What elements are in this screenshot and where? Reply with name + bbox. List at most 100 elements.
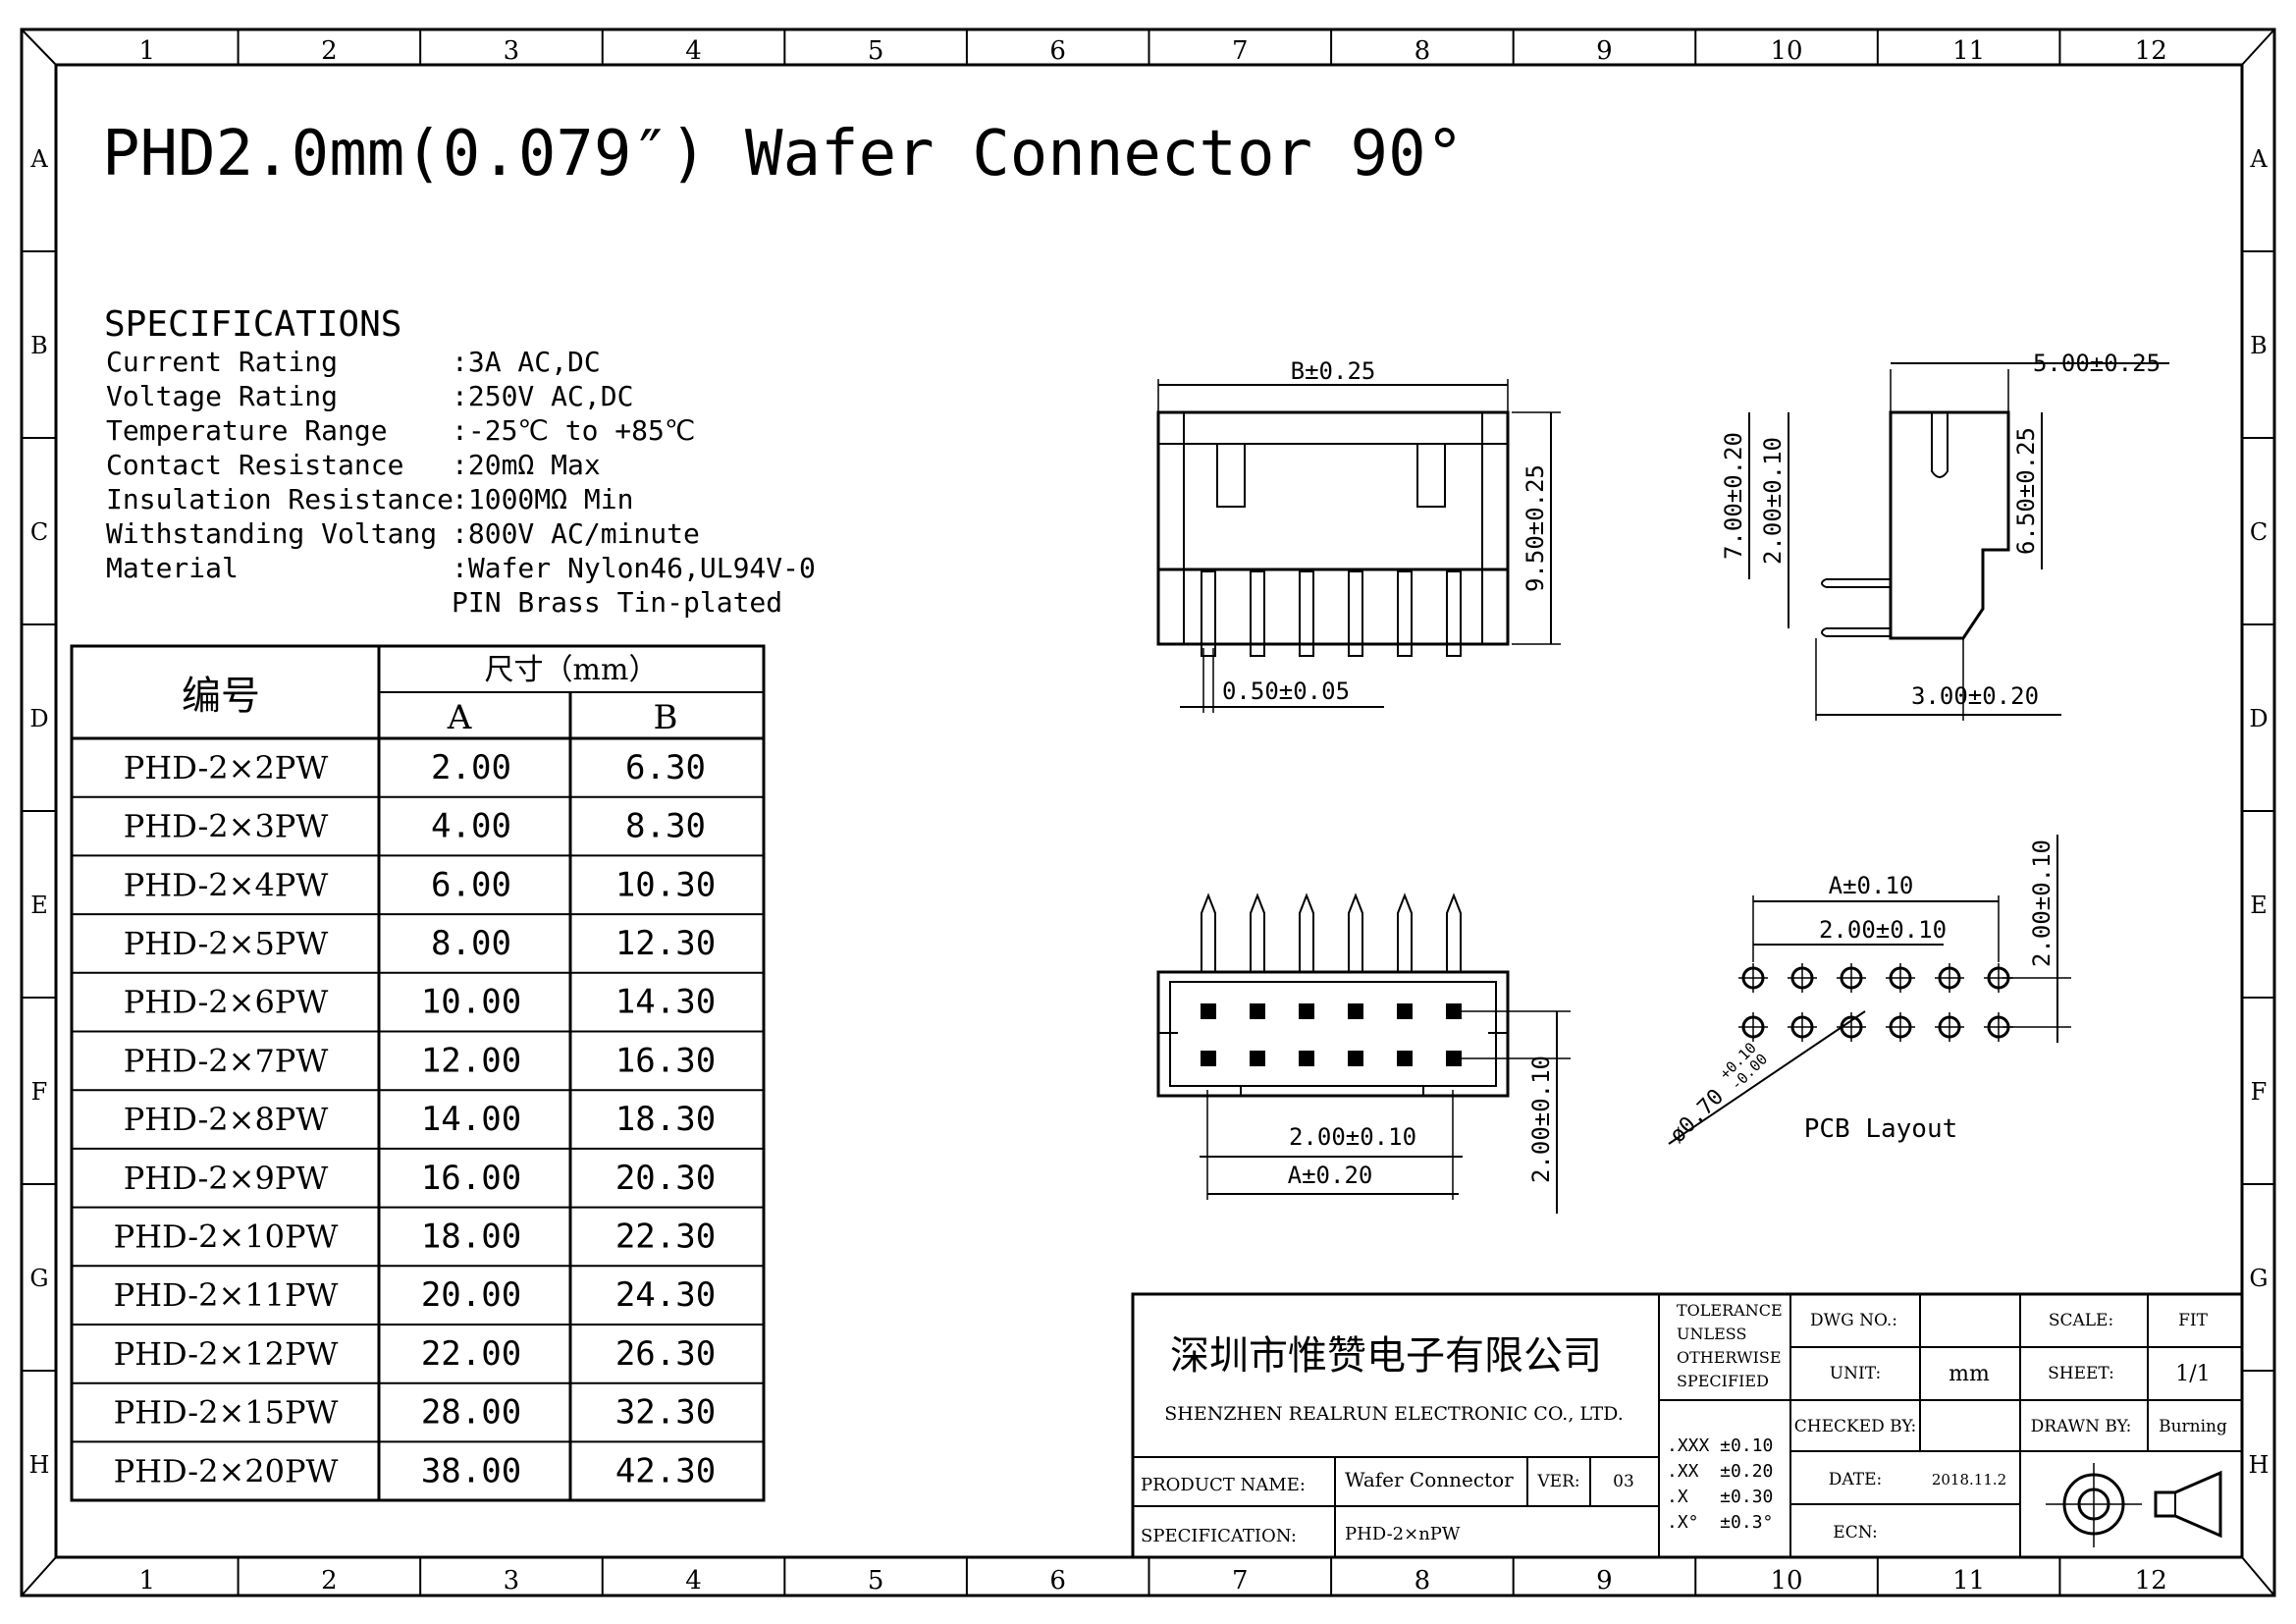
frame-col-label-bottom: 11 [1952,1566,1985,1596]
scale-label: SCALE: [2049,1311,2113,1330]
top-contact [1446,1003,1462,1019]
table-cell-b: 6.30 [625,748,706,787]
frame-row-label-left: B [30,332,48,359]
frame-col-label-bottom: 4 [685,1566,702,1596]
side-view-drawing: 5.00±0.25 7.00±0.20 2.00±0.10 6.50±0.25 … [1720,350,2169,721]
frame-row-label-left: C [30,518,48,546]
tolerance-text: UNLESS [1677,1325,1746,1343]
sheet-label: SHEET: [2048,1364,2114,1383]
table-cell-a: 18.00 [421,1217,521,1256]
table-cell-part: PHD-2×5PW [124,925,329,962]
table-header-a: A [447,698,472,737]
dim-top-pitch: 2.00±0.10 [1289,1123,1416,1151]
table-cell-b: 16.30 [615,1041,716,1080]
specifications-block: SPECIFICATIONS Current Rating:3A AC,DCVo… [104,304,816,619]
table-cell-b: 12.30 [615,924,716,963]
unit-label: UNIT: [1830,1364,1881,1383]
top-pin [1250,893,1265,972]
frame-col-label-bottom: 5 [868,1566,884,1596]
spec-value: PIN Brass Tin-plated [452,586,782,619]
table-cell-b: 18.30 [615,1100,716,1139]
frame-col-label-bottom: 7 [1232,1566,1249,1596]
table-cell-part: PHD-2×12PW [114,1335,339,1373]
top-contact [1299,1003,1314,1019]
frame-row-label-right: C [2250,518,2268,546]
spec-label: Insulation Resistance [106,483,454,515]
dim-front-pin: 0.50±0.05 [1222,677,1350,705]
frame-col-label-bottom: 2 [321,1566,338,1596]
frame-row-label-right: A [2249,145,2268,173]
frame-col-label-top: 2 [321,36,338,66]
frame-col-label-bottom: 8 [1415,1566,1431,1596]
table-header-b: B [654,698,678,737]
sheet-value: 1/1 [2175,1362,2210,1386]
table-cell-a: 16.00 [421,1159,521,1198]
checked-by-label: CHECKED BY: [1794,1417,1916,1436]
dim-front-width: B±0.25 [1291,357,1376,385]
pcb-hole [1788,1012,1817,1042]
table-cell-b: 8.30 [625,807,706,846]
top-pin [1397,893,1413,972]
pcb-layout-drawing: A±0.10 2.00±0.10 2.00±0.10 ø0.70 +0.10 -… [1666,835,2071,1148]
frame-row-label-left: A [29,145,48,173]
spec-label: Current Rating [106,346,338,378]
tolerance-value: .XXX ±0.10 [1667,1435,1773,1456]
frame-col-label-bottom: 9 [1596,1566,1613,1596]
dim-top-a: A±0.20 [1288,1162,1373,1189]
spec-label: Voltage Rating [106,380,338,412]
frame-col-label-top: 9 [1596,36,1613,66]
top-pin [1299,893,1314,972]
spec-label: Withstanding Voltang [106,517,437,550]
front-view-drawing: B±0.25 9.50±0.25 0.50±0.05 [1156,357,1561,713]
frame-row-label-left: F [31,1078,48,1106]
date-label: DATE: [1829,1470,1882,1489]
frame-row-label-left: D [29,705,48,732]
dim-side-700: 7.00±0.20 [1720,432,1747,560]
spec-value: :1000MΩ Min [452,483,633,515]
frame-col-label-bottom: 3 [504,1566,520,1596]
spec-label: Temperature Range [106,414,388,447]
third-angle-projection-icon [2046,1463,2222,1547]
spec-value: :3A AC,DC [452,346,601,378]
specification-value: PHD-2×nPW [1345,1524,1461,1544]
unit-value: mm [1949,1362,1990,1386]
spec-value: :250V AC,DC [452,380,633,412]
tolerance-value: .X° ±0.3° [1667,1512,1773,1533]
dim-side-200: 2.00±0.10 [1759,437,1787,565]
dim-front-height: 9.50±0.25 [1522,464,1549,592]
table-cell-a: 6.00 [431,865,511,904]
pcb-hole [1738,963,1768,993]
table-cell-part: PHD-2×11PW [114,1276,339,1314]
table-cell-a: 38.00 [421,1451,521,1490]
dim-side-depth: 5.00±0.25 [2033,350,2161,377]
spec-value: :-25℃ to +85℃ [452,414,695,447]
frame-row-label-left: E [30,892,48,919]
frame-col-label-bottom: 12 [2135,1566,2167,1596]
table-cell-part: PHD-2×7PW [124,1042,329,1079]
frame-row-label-right: G [2249,1265,2268,1292]
table-cell-a: 10.00 [421,983,521,1022]
table-cell-part: PHD-2×9PW [124,1160,329,1197]
top-contact [1201,1051,1216,1066]
pcb-hole [1935,1012,1964,1042]
drawn-by-value: Burning [2159,1417,2227,1436]
table-cell-a: 4.00 [431,807,511,846]
tolerance-text: SPECIFIED [1677,1372,1769,1390]
ver-value: 03 [1613,1472,1634,1491]
table-cell-b: 26.30 [615,1334,716,1374]
table-header-dimension: 尺寸（mm） [485,653,659,687]
table-cell-b: 42.30 [615,1451,716,1490]
front-pin [1299,570,1314,657]
dim-top-row: 2.00±0.10 [1527,1056,1555,1183]
table-cell-part: PHD-2×4PW [124,866,329,903]
pcb-hole [1837,963,1866,993]
front-pin [1250,570,1265,657]
pcb-hole [1886,1012,1915,1042]
